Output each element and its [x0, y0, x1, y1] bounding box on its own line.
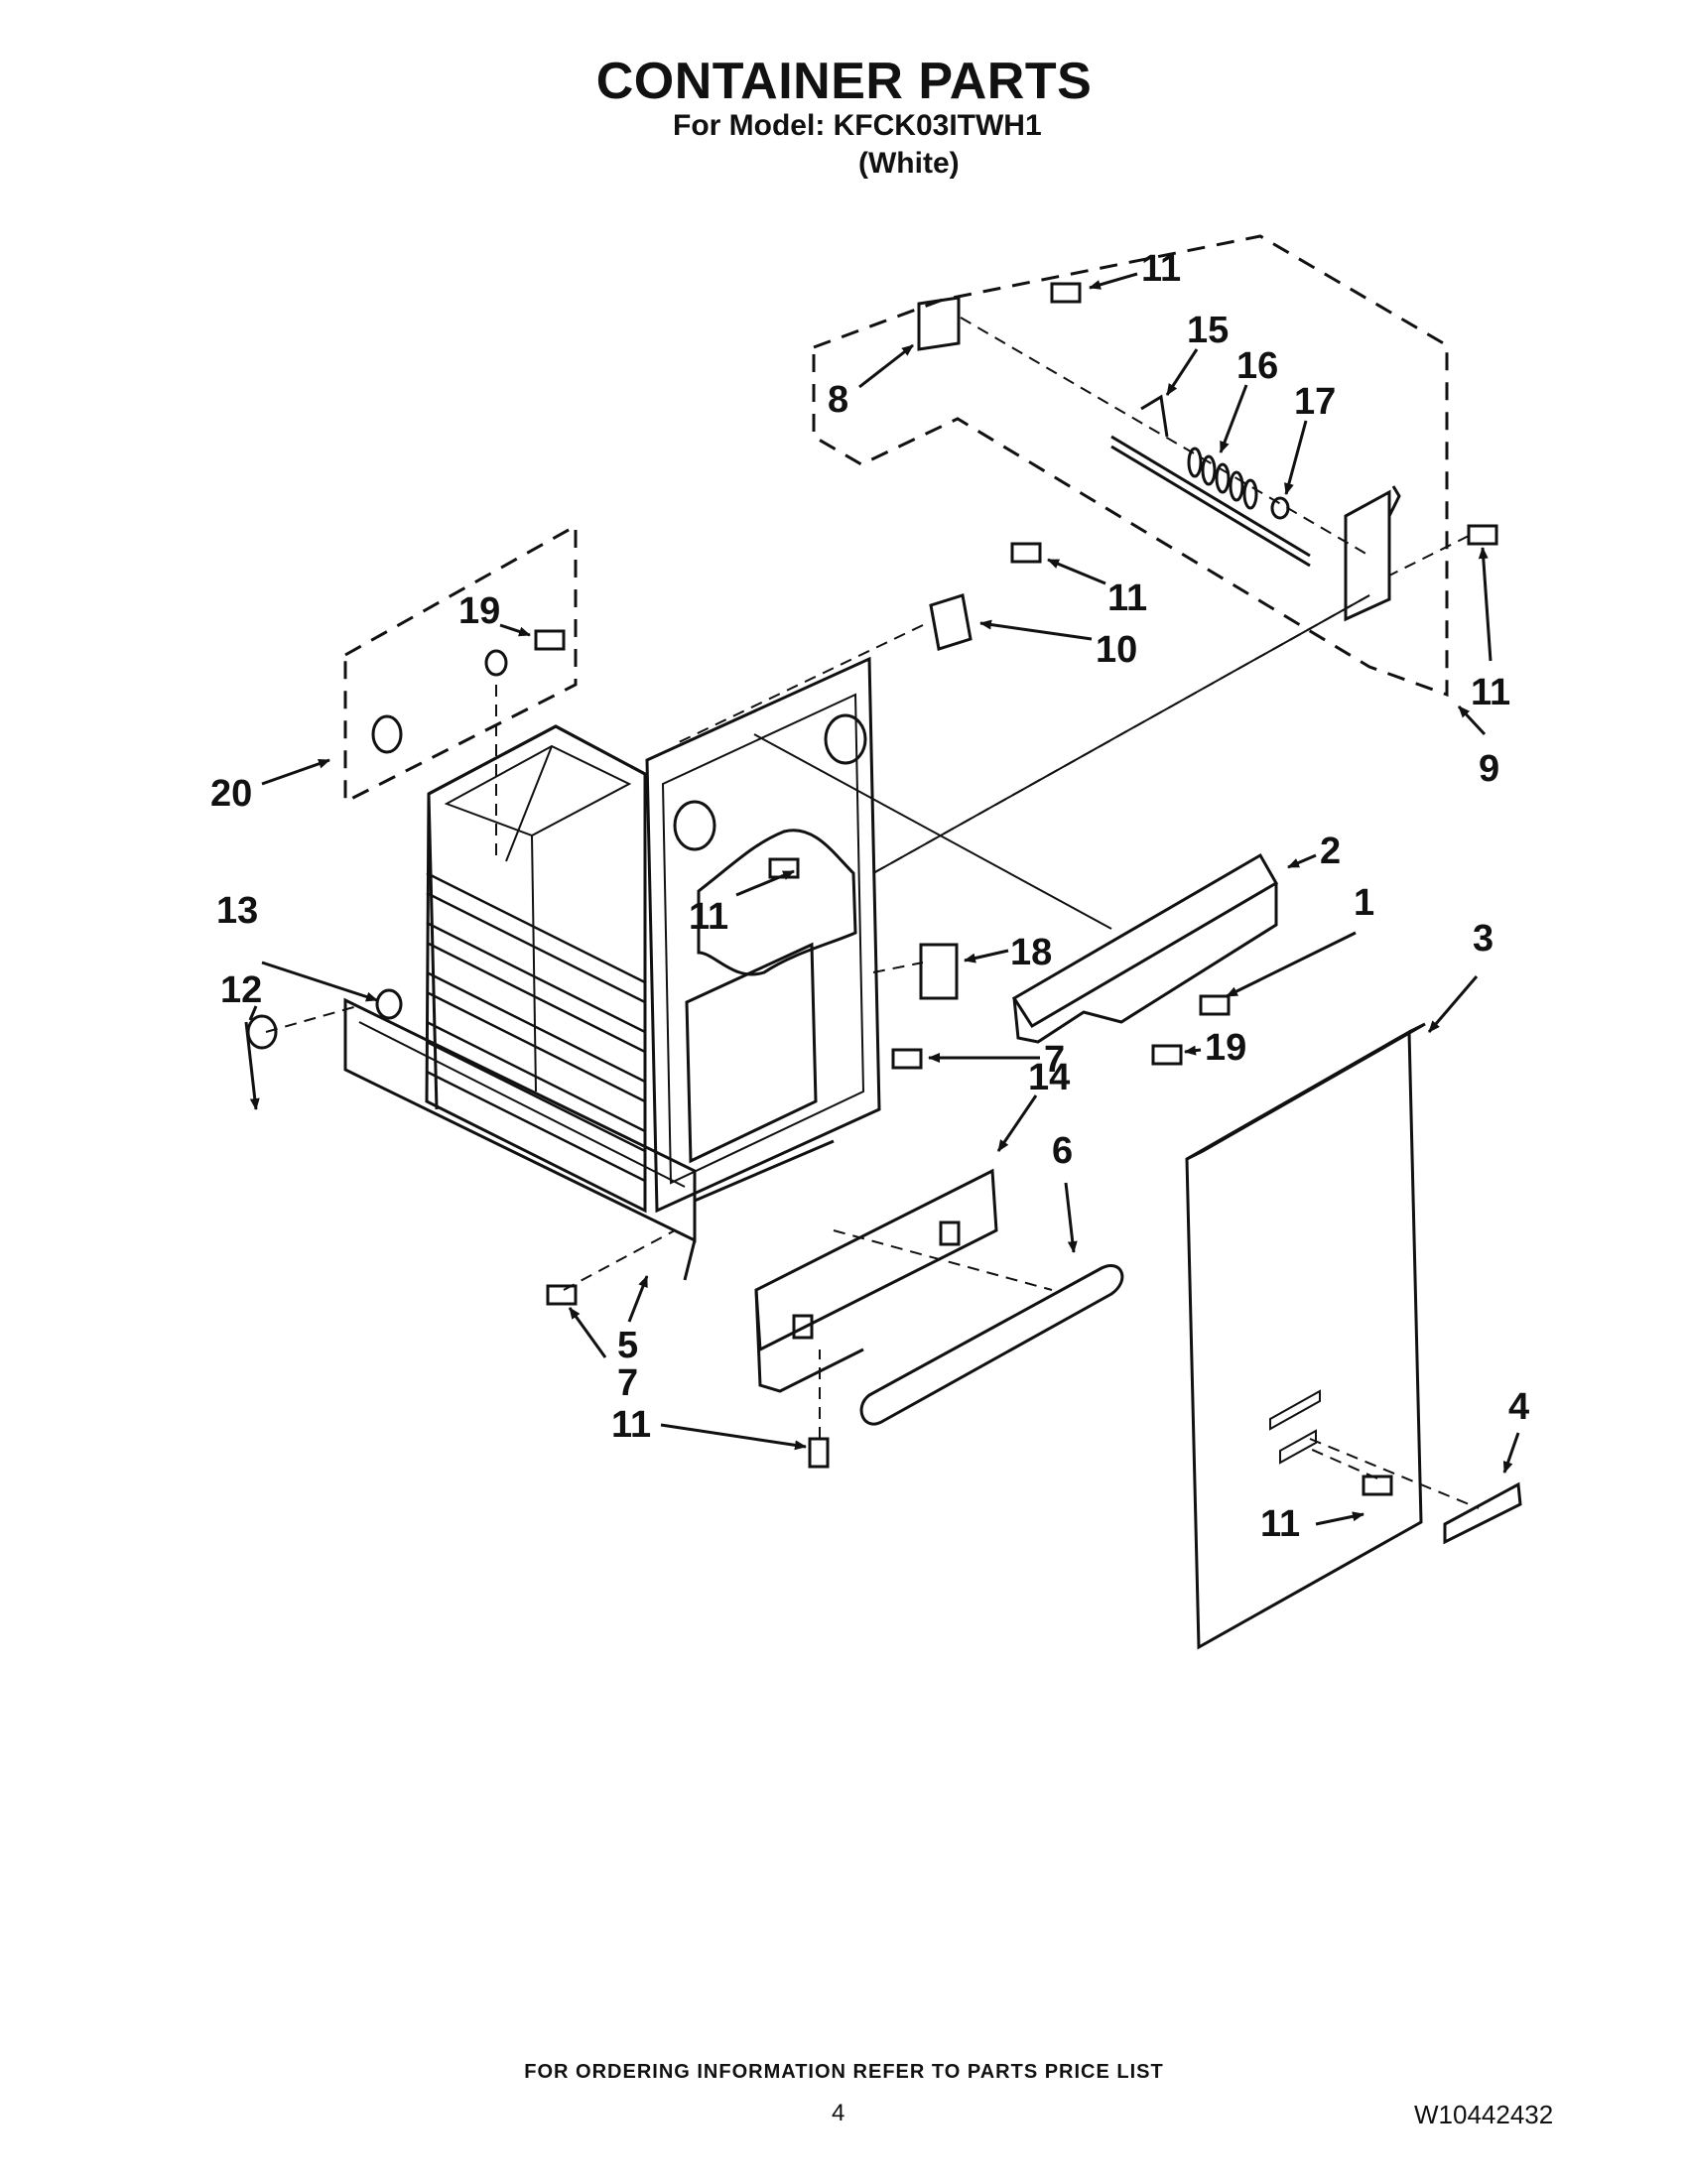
small-hardware	[246, 649, 1522, 1545]
callout-18: 18	[1010, 932, 1052, 973]
kick-plate	[754, 1168, 998, 1393]
screws	[534, 282, 1498, 1496]
screw	[1050, 282, 1082, 304]
spring-coils	[1187, 447, 1258, 510]
ordering-note: FOR ORDERING INFORMATION REFER TO PARTS …	[524, 2061, 1164, 2083]
screw	[808, 1437, 830, 1469]
callout-14: 14	[1028, 1057, 1070, 1098]
callout-9: 9	[1479, 748, 1499, 790]
callout-13: 13	[216, 890, 258, 932]
callout-7: 7	[617, 1362, 638, 1404]
callout-2: 2	[1320, 831, 1341, 872]
spring-rod	[1110, 435, 1311, 558]
catch-18	[919, 943, 959, 1000]
model-variant: (White)	[858, 147, 960, 180]
document-number: W10442432	[1414, 2100, 1554, 2129]
dashed-group-outlines	[343, 234, 1449, 805]
hinge-hardware	[917, 296, 1401, 651]
screw	[534, 629, 566, 651]
callout-20: 20	[210, 773, 252, 815]
top-trim	[1011, 852, 1279, 1044]
container-body	[343, 656, 881, 1281]
callout-11: 11	[1471, 672, 1510, 713]
callout-5: 5	[617, 1325, 638, 1366]
callout-11: 11	[1141, 248, 1181, 290]
callout-11: 11	[689, 896, 728, 938]
callout-1: 1	[1354, 882, 1374, 924]
screw	[1151, 1044, 1183, 1066]
container-side	[425, 724, 647, 1214]
callout-19: 19	[458, 590, 500, 632]
callout-3: 3	[1473, 918, 1493, 960]
assembly-lines	[753, 594, 1370, 930]
callout-4: 4	[1508, 1386, 1529, 1428]
screw	[1362, 1475, 1393, 1496]
page-number: 4	[832, 2100, 845, 2126]
screw	[546, 1284, 578, 1306]
callout-6: 6	[1052, 1130, 1073, 1172]
model-line: For Model: KFCK03ITWH1	[673, 109, 1042, 142]
screw	[1199, 994, 1231, 1016]
hinge-bracket-10	[929, 593, 973, 651]
hinge-assembly-outline	[812, 234, 1449, 698]
screw	[1467, 524, 1498, 546]
hinge-bracket-8	[917, 296, 961, 351]
foot-12	[246, 1014, 278, 1050]
callout-11: 11	[611, 1404, 651, 1446]
callout-12: 12	[220, 969, 262, 1011]
callout-16: 16	[1236, 345, 1278, 387]
callout-labels: 11 15 16 17 8 19 11 10 11 9 20 2 1 3 13 …	[210, 248, 1529, 1545]
callout-10: 10	[1096, 629, 1137, 671]
back-panel-window	[685, 942, 818, 1164]
callout-8: 8	[828, 379, 848, 421]
knob-20	[371, 714, 403, 754]
callout-17: 17	[1294, 381, 1336, 423]
back-panel	[645, 656, 881, 1214]
screw	[891, 1048, 923, 1070]
hinge-bracket-9	[1344, 489, 1391, 622]
base-rail	[343, 997, 697, 1243]
door-panel	[1185, 1022, 1426, 1650]
bumper-13	[375, 988, 403, 1020]
knob-assembly-outline	[343, 523, 578, 805]
callout-7: 7	[1044, 1039, 1065, 1081]
side-louvers	[426, 871, 646, 1183]
leader-arrows	[244, 272, 1520, 1526]
callout-15: 15	[1187, 310, 1229, 351]
page-title: CONTAINER PARTS	[595, 53, 1093, 110]
handle-bar	[859, 1264, 1124, 1426]
alignment-lines	[265, 317, 1480, 1509]
callout-11: 11	[1260, 1503, 1300, 1545]
callout-11: 11	[1107, 578, 1147, 619]
grip-4	[1443, 1481, 1522, 1545]
callout-19: 19	[1205, 1027, 1246, 1069]
screw	[1010, 542, 1042, 564]
